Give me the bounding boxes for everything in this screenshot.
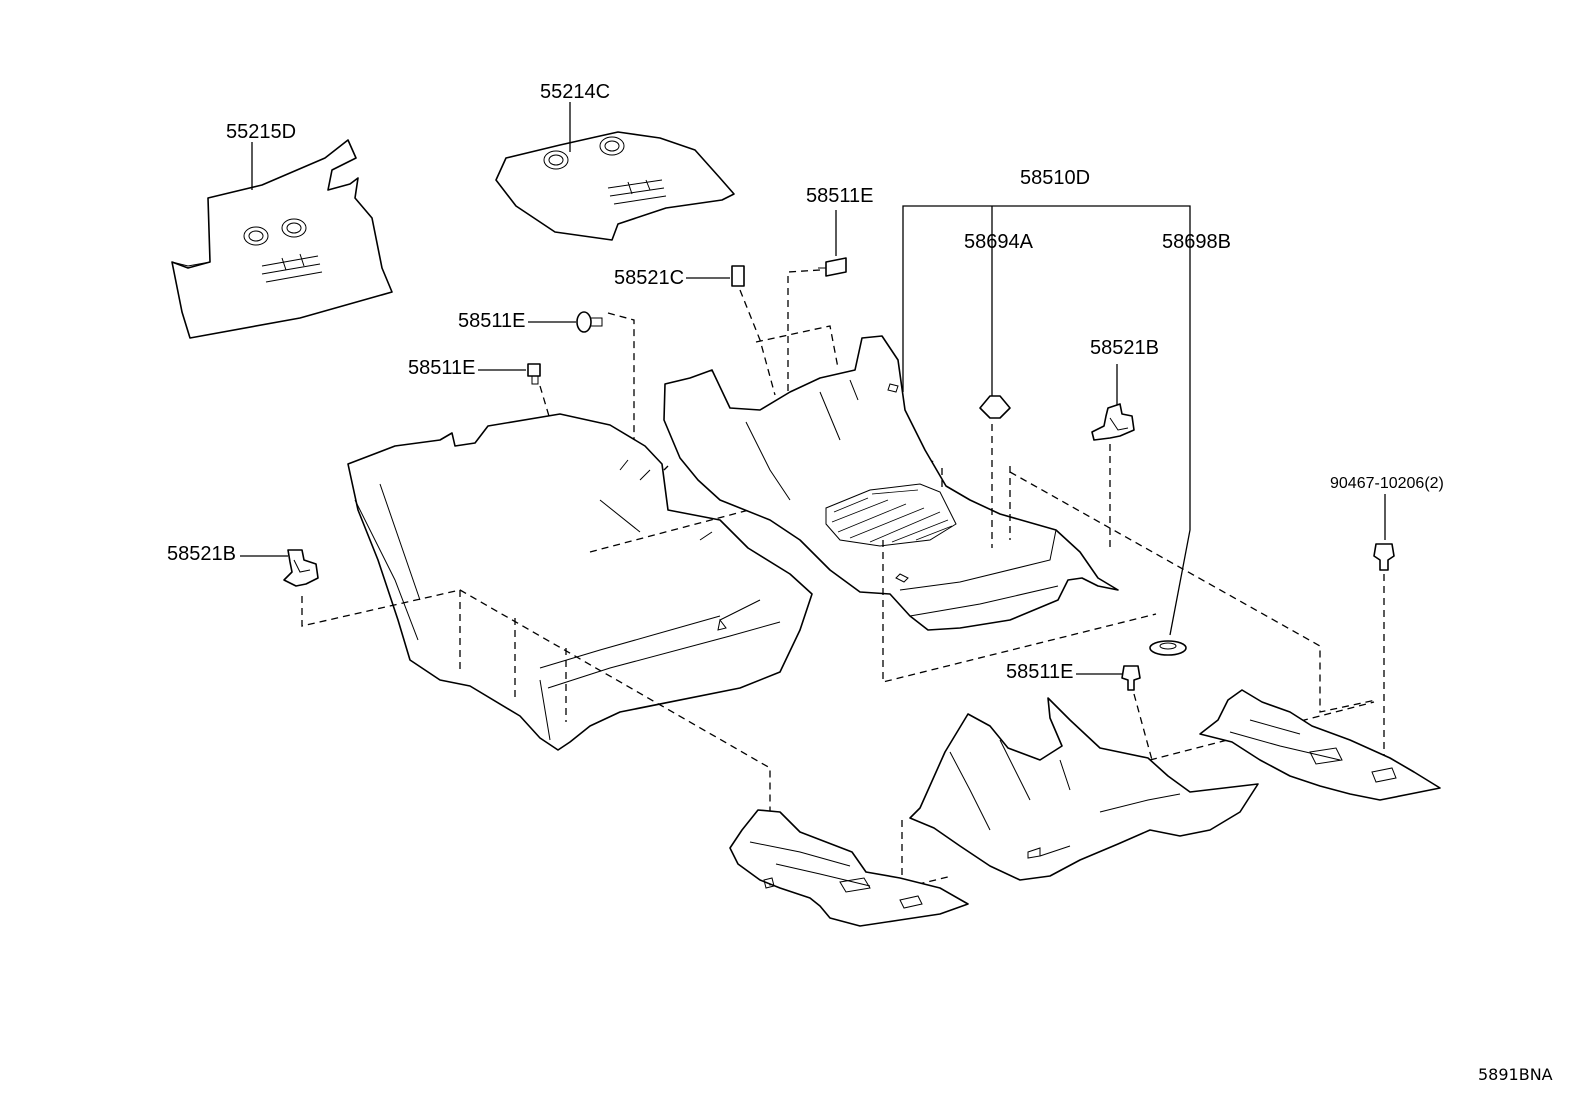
- clip-90467-10206: [1373, 543, 1395, 571]
- part-center-front-carpet: [663, 335, 1119, 631]
- label-55214C: 55214C: [540, 81, 610, 103]
- part-rear-right-carpet: [1199, 689, 1441, 801]
- tape-58521C: [731, 265, 745, 287]
- part-front-left-carpet: [347, 413, 813, 751]
- assembly-bracket-58510D: [902, 205, 1191, 636]
- label-58521B-left: 58521B: [167, 543, 236, 565]
- part-55215D-silencer: [171, 139, 393, 339]
- label-58698B: 58698B: [1162, 231, 1231, 253]
- clip-58511E-left: [527, 363, 541, 385]
- part-rear-left-carpet: [729, 809, 969, 927]
- label-58510D: 58510D: [1020, 167, 1090, 189]
- label-58694A: 58694A: [964, 231, 1034, 253]
- label-58511E-mid: 58511E: [458, 310, 525, 332]
- clip-58694A: [979, 395, 1011, 419]
- grommet-58698B: [1149, 640, 1187, 656]
- clip-58521B-right: [1091, 403, 1135, 441]
- label-58521C: 58521C: [614, 267, 684, 289]
- diagram-code: 5891BNA: [1478, 1065, 1553, 1084]
- clip-58511E-mid: [576, 311, 603, 333]
- part-55214C-silencer: [495, 131, 735, 241]
- clip-58511E-bottom: [1121, 665, 1141, 691]
- label-58511E-top: 58511E: [806, 185, 873, 207]
- label-90467-10206: 90467-10206(2): [1330, 475, 1444, 492]
- label-58521B-right: 58521B: [1090, 337, 1159, 359]
- label-58511E-left: 58511E: [408, 357, 475, 379]
- label-55215D: 55215D: [226, 121, 296, 143]
- label-58511E-bottom: 58511E: [1006, 661, 1073, 683]
- clip-58511E-top: [818, 257, 847, 277]
- clip-58521B-left: [283, 549, 319, 587]
- part-rear-center-carpet: [909, 697, 1259, 881]
